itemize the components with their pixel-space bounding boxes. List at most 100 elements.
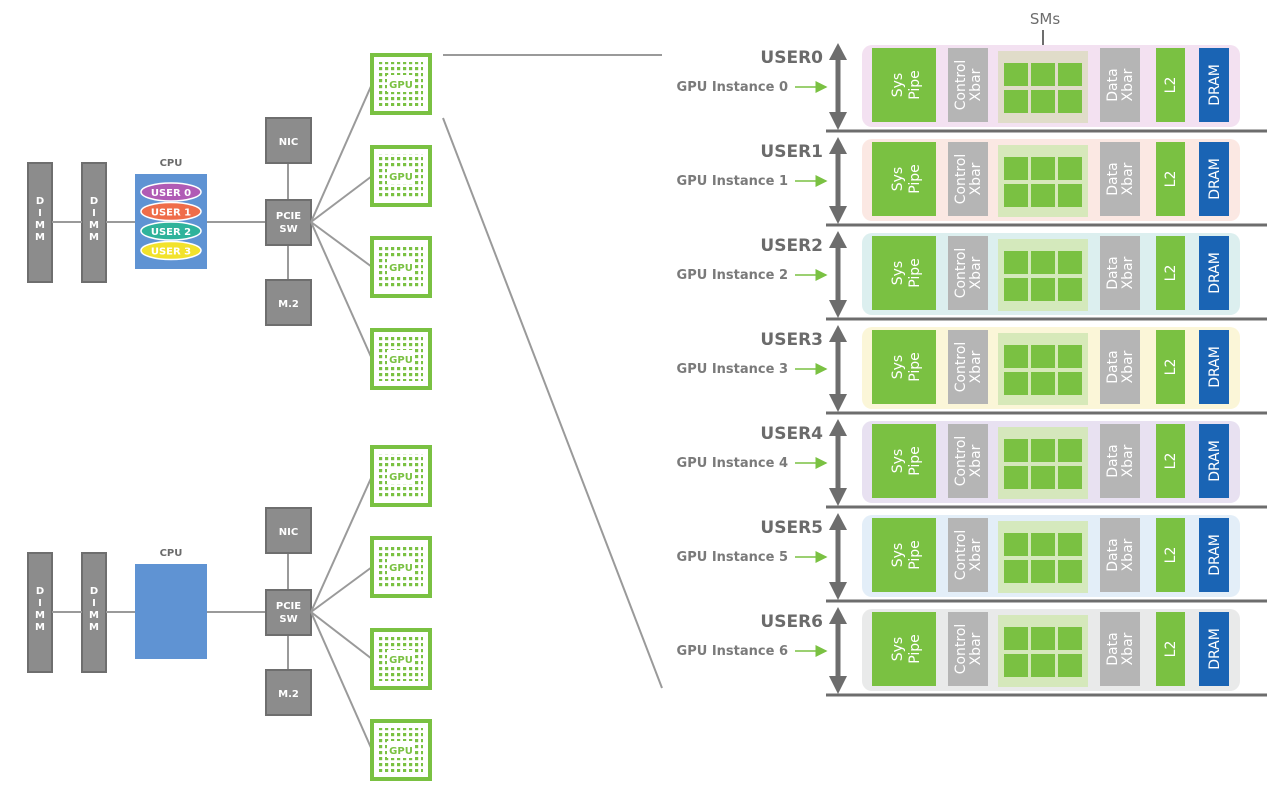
sys-pipe-block: SysPipe (872, 330, 936, 404)
sm-unit (1031, 560, 1055, 583)
control-xbar-label: ControlXbar (953, 248, 984, 299)
dram-label: DRAM (1207, 440, 1223, 482)
m2-block: M.2 (265, 279, 312, 326)
arrow-shaft (835, 528, 841, 583)
sys-pipe-block: SysPipe (872, 142, 936, 216)
sm-unit (1004, 278, 1028, 301)
control-xbar-label-1: Control (953, 248, 969, 299)
sys-pipe-label-2: Pipe (907, 258, 923, 288)
arrow-shaft (835, 152, 841, 207)
control-xbar-label-1: Control (953, 530, 969, 581)
data-xbar-label-1: Data (1105, 632, 1121, 665)
gpu-label: GPU (389, 355, 413, 366)
sys-pipe-box (872, 48, 936, 122)
arrow-down-icon (829, 112, 847, 130)
sys-pipe-box (872, 424, 936, 498)
l2-block: L2 (1156, 48, 1185, 122)
m2-box (265, 279, 312, 326)
sm-unit (1058, 345, 1082, 368)
dram-block: DRAM (1199, 142, 1229, 216)
sm-unit (1058, 466, 1082, 489)
data-xbar-label-2: Xbar (1120, 68, 1136, 101)
cpu-label: CPU (160, 548, 183, 559)
pcie-gpu-wire (310, 475, 373, 613)
instance-label: GPU Instance 2 (677, 268, 788, 283)
l2-label: L2 (1163, 641, 1179, 658)
pcie-box (265, 589, 312, 636)
control-xbar-box (948, 48, 988, 122)
control-xbar-label: ControlXbar (953, 530, 984, 581)
data-xbar-label-1: Data (1105, 68, 1121, 101)
m2-block: M.2 (265, 669, 312, 716)
gpu-label: GPU (389, 563, 413, 574)
sys-pipe-label: SysPipe (890, 540, 923, 570)
gpu-top-3: GPU (370, 328, 432, 390)
sm-unit (1031, 372, 1055, 395)
cpu-user-2: USER 2 (140, 221, 202, 241)
sm-unit (1031, 157, 1055, 180)
sys-pipe-label-1: Sys (890, 167, 906, 191)
control-xbar-label-2: Xbar (968, 538, 984, 571)
sys-pipe-box (872, 330, 936, 404)
sys-pipe-label: SysPipe (890, 446, 923, 476)
data-xbar-label-1: Data (1105, 162, 1121, 195)
nic-label: NIC (279, 527, 298, 538)
control-xbar-box (948, 236, 988, 310)
sm-unit (1004, 372, 1028, 395)
dram-label: DRAM (1207, 628, 1223, 670)
l2-label: L2 (1163, 547, 1179, 564)
data-xbar-label: DataXbar (1105, 256, 1136, 289)
dram-block: DRAM (1199, 424, 1229, 498)
sm-unit (1031, 251, 1055, 274)
sys-pipe-block: SysPipe (872, 424, 936, 498)
user-label: USER6 (760, 612, 823, 632)
gpu-label-bg (387, 558, 415, 575)
control-xbar-box (948, 330, 988, 404)
sm-unit (1031, 466, 1055, 489)
sm-unit (1058, 90, 1082, 113)
user-label: USER4 (760, 424, 823, 444)
control-xbar-box (948, 612, 988, 686)
sys-pipe-label-2: Pipe (907, 70, 923, 100)
dimm-label-char: D (36, 196, 44, 207)
data-xbar-block: DataXbar (1100, 424, 1140, 498)
data-xbar-label-2: Xbar (1120, 538, 1136, 571)
sys-pipe-block: SysPipe (872, 612, 936, 686)
dram-box (1199, 424, 1229, 498)
l2-label: L2 (1163, 265, 1179, 282)
control-xbar-label-2: Xbar (968, 68, 984, 101)
sm-unit (1031, 278, 1055, 301)
dram-box (1199, 612, 1229, 686)
l2-block: L2 (1156, 424, 1185, 498)
data-xbar-label: DataXbar (1105, 632, 1136, 665)
gpu-label-bg (387, 467, 415, 484)
m2-box (265, 669, 312, 716)
l2-block: L2 (1156, 612, 1185, 686)
sys-pipe-block: SysPipe (872, 236, 936, 310)
l2-block: L2 (1156, 236, 1185, 310)
data-xbar-label: DataXbar (1105, 68, 1136, 101)
dimm-label-char: M (35, 610, 45, 621)
pcie-label-2: SW (279, 224, 297, 235)
gpu-label: GPU (389, 172, 413, 183)
control-xbar-label-2: Xbar (968, 350, 984, 383)
control-xbar-label-1: Control (953, 342, 969, 393)
dimm-label-char: M (35, 232, 45, 243)
data-xbar-label: DataXbar (1105, 350, 1136, 383)
sm-unit (1031, 63, 1055, 86)
pcie-gpu-wire (310, 221, 373, 268)
sys-pipe-label: SysPipe (890, 634, 923, 664)
sm-unit (1004, 157, 1028, 180)
pcie-gpu-wire (310, 221, 373, 360)
sys-pipe-label: SysPipe (890, 70, 923, 100)
sm-unit (1031, 439, 1055, 462)
